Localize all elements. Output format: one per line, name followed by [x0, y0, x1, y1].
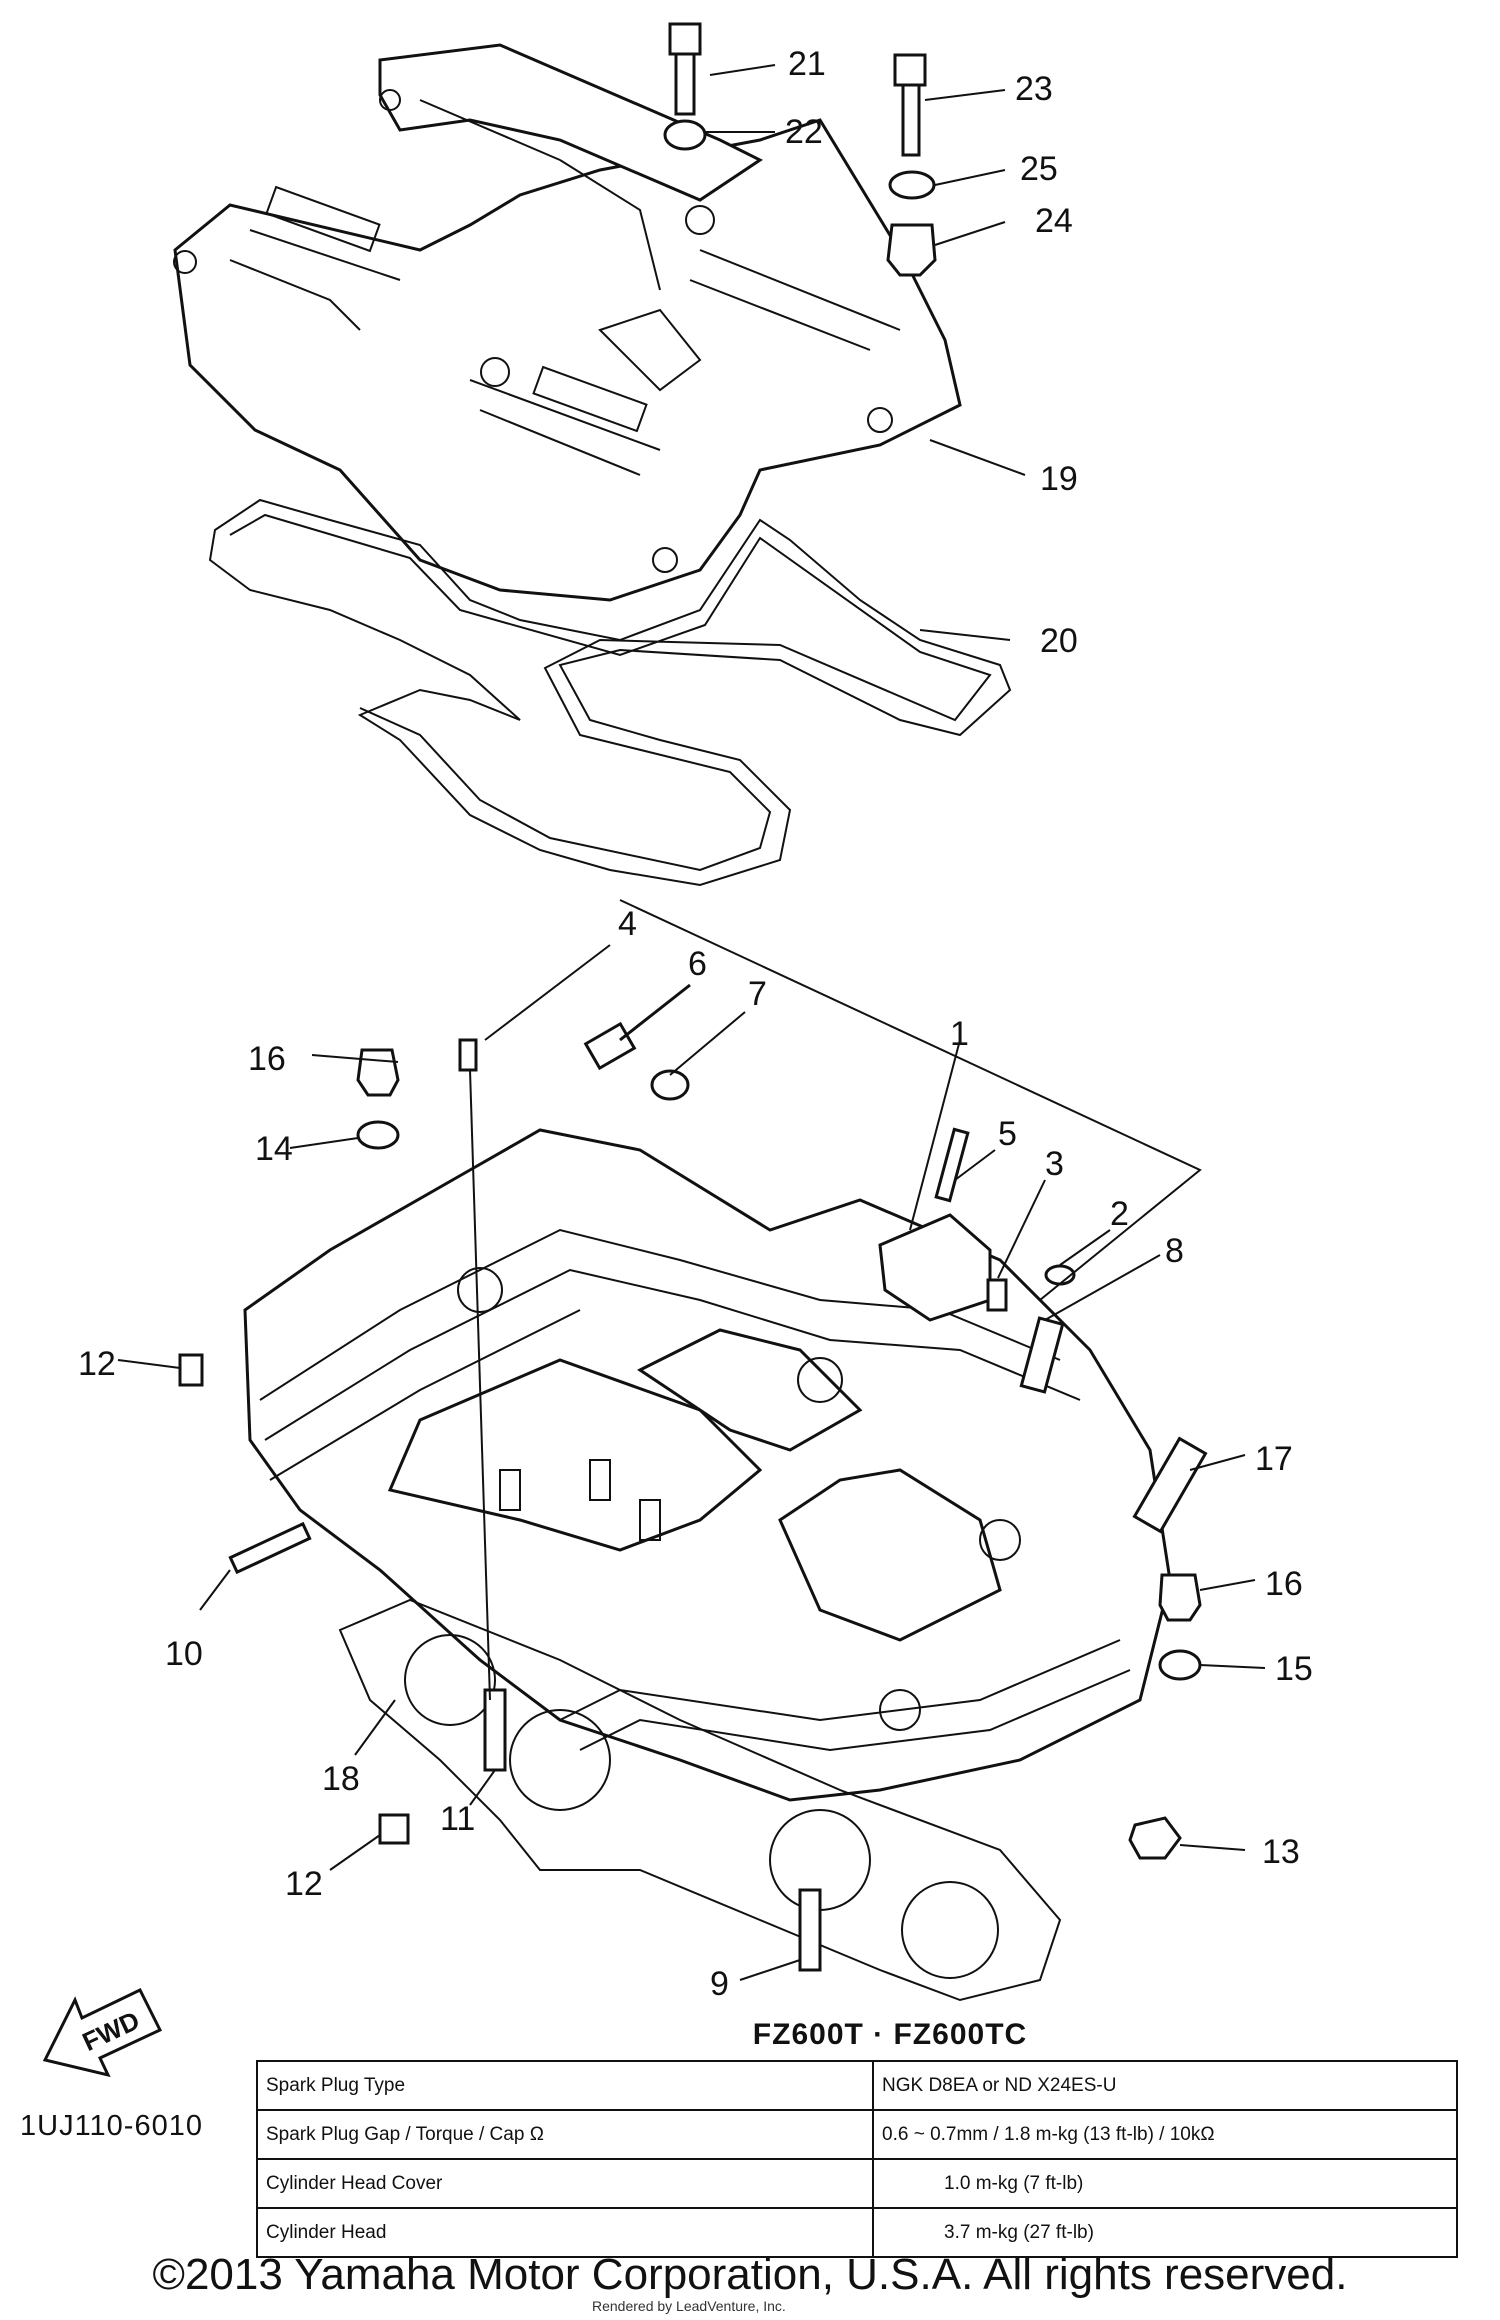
callout-25: 25 — [1020, 150, 1058, 188]
callout-13: 13 — [1262, 1833, 1300, 1871]
callout-4: 4 — [618, 905, 637, 943]
callout-21: 21 — [788, 45, 826, 83]
callout-22: 22 — [785, 113, 823, 151]
callout-24: 24 — [1035, 202, 1073, 240]
table-row: Cylinder Head Cover 1.0 m-kg (7 ft-lb) — [256, 2158, 1458, 2209]
callout-20: 20 — [1040, 622, 1078, 660]
cylinder-head-cover — [173, 43, 962, 602]
callout-6: 6 — [688, 945, 707, 983]
cylinder-head — [243, 1128, 1172, 1802]
callout-labels: 1 2 3 4 5 6 7 8 9 10 11 12 12 13 14 15 1… — [78, 45, 1313, 2003]
callout-10: 10 — [165, 1635, 203, 1673]
spec-value: 0.6 ~ 0.7mm / 1.8 m-kg (13 ft-lb) / 10kΩ — [872, 2109, 1458, 2160]
table-row: Spark Plug Type NGK D8EA or ND X24ES-U — [256, 2060, 1458, 2111]
callout-11: 11 — [440, 1800, 475, 1838]
callout-1: 1 — [950, 1015, 969, 1053]
head-cover-gasket — [208, 498, 1012, 887]
spec-label: Spark Plug Gap / Torque / Cap Ω — [256, 2109, 874, 2160]
callout-8: 8 — [1165, 1232, 1184, 1270]
callout-16a: 16 — [248, 1040, 286, 1078]
spec-value: 1.0 m-kg (7 ft-lb) — [872, 2158, 1458, 2209]
callout-16b: 16 — [1265, 1565, 1303, 1603]
table-row: Spark Plug Gap / Torque / Cap Ω 0.6 ~ 0.… — [256, 2109, 1458, 2160]
spec-table: Spark Plug Type NGK D8EA or ND X24ES-U S… — [256, 2060, 1458, 2258]
copyright-notice: ©2013 Yamaha Motor Corporation, U.S.A. A… — [152, 2250, 1348, 2299]
spec-value: 3.7 m-kg (27 ft-lb) — [872, 2207, 1458, 2258]
leader-lines — [117, 64, 1266, 1981]
forward-arrow-icon: FWD — [42, 1988, 163, 2078]
part-code: 1UJ110-6010 — [20, 2110, 203, 2142]
spec-label: Cylinder Head — [256, 2207, 874, 2258]
render-credit: Rendered by LeadVenture, Inc. — [592, 2298, 786, 2314]
callout-12a: 12 — [78, 1345, 116, 1383]
spec-label: Spark Plug Type — [256, 2060, 874, 2111]
model-title: FZ600T · FZ600TC — [752, 2018, 1028, 2051]
spec-label: Cylinder Head Cover — [256, 2158, 874, 2209]
callout-5: 5 — [998, 1115, 1017, 1153]
callout-19: 19 — [1040, 460, 1078, 498]
callout-17: 17 — [1255, 1440, 1293, 1478]
callout-23: 23 — [1015, 70, 1053, 108]
callout-2: 2 — [1110, 1195, 1129, 1233]
callout-9: 9 — [710, 1965, 729, 2003]
callout-15: 15 — [1275, 1650, 1313, 1688]
callout-12b: 12 — [285, 1865, 323, 1903]
table-row: Cylinder Head 3.7 m-kg (27 ft-lb) — [256, 2207, 1458, 2258]
spec-value: NGK D8EA or ND X24ES-U — [872, 2060, 1458, 2111]
callout-7: 7 — [748, 975, 767, 1013]
callout-3: 3 — [1045, 1145, 1064, 1183]
callout-14: 14 — [255, 1130, 293, 1168]
small-parts — [178, 22, 1208, 1972]
callout-18: 18 — [322, 1760, 360, 1798]
